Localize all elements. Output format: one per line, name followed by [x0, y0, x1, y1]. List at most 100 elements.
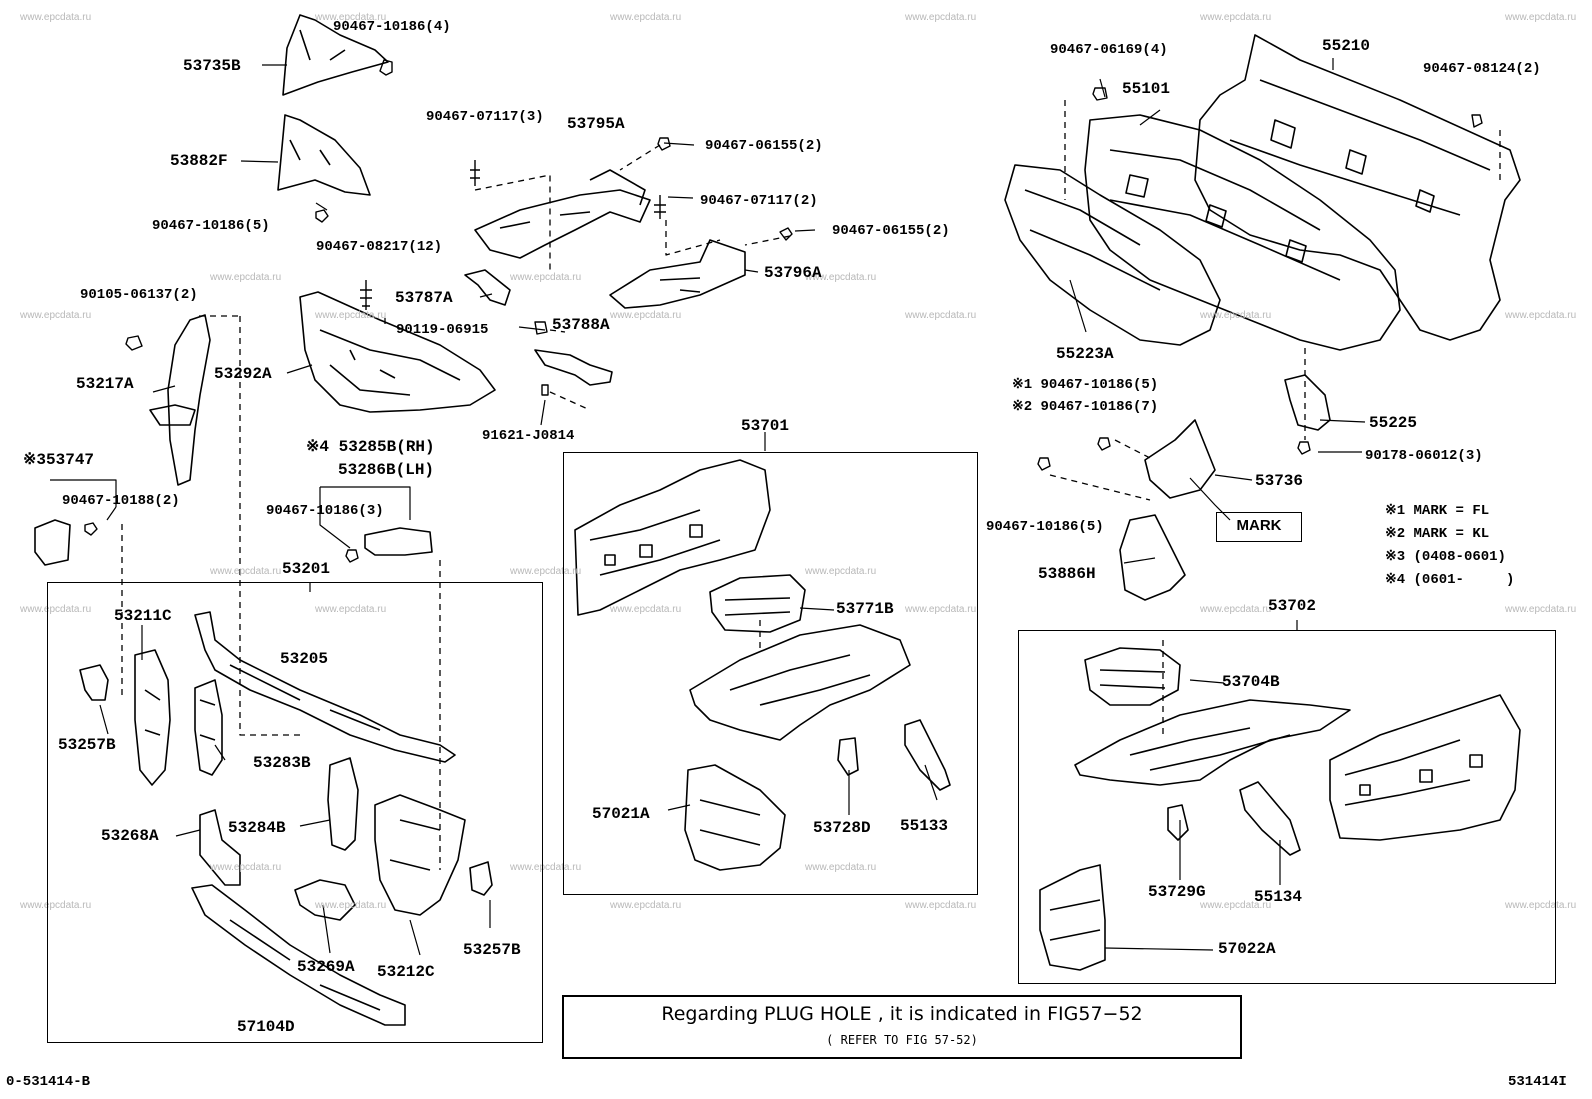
part-55134: [1239, 781, 1301, 856]
label-90467-06169-4: 90467-06169(4): [1050, 42, 1168, 58]
label-53747: ※353747: [23, 451, 95, 469]
part-53217A: [149, 314, 211, 486]
part-57104D: [191, 884, 406, 1026]
label-90467-07117-3: 90467-07117(3): [426, 109, 544, 125]
part-53796A: [609, 239, 746, 309]
watermark-29: www.epcdata.ru: [315, 900, 387, 911]
watermark-23: www.epcdata.ru: [1200, 604, 1272, 615]
watermark-27: www.epcdata.ru: [805, 862, 877, 873]
label-57022A: 57022A: [1218, 940, 1276, 958]
watermark-2: www.epcdata.ru: [315, 12, 387, 23]
part-53736: [1144, 419, 1216, 499]
label-53736: 53736: [1255, 472, 1304, 490]
legend-line-1: ※1 MARK = FL: [1385, 503, 1490, 519]
part-53257B-right: [469, 861, 493, 896]
label-90467-10186-5c: 90467-10186(5): [986, 519, 1104, 535]
part-53212C: [374, 794, 466, 916]
label-53735B: 53735B: [183, 57, 241, 75]
part-53702-apron: [1074, 699, 1351, 786]
watermark-21: www.epcdata.ru: [610, 604, 682, 615]
label-53285B: ※4 53285B(RH): [306, 438, 435, 456]
label-53796A: 53796A: [764, 264, 822, 282]
label-90467-10186-7: ※2 90467-10186(7): [1012, 399, 1159, 415]
label-90467-10186-5b: ※1 90467-10186(5): [1012, 377, 1159, 393]
label-90467-06155-2b: 90467-06155(2): [832, 223, 950, 239]
watermark-10: www.epcdata.ru: [20, 310, 92, 321]
label-53217A: 53217A: [76, 375, 134, 393]
watermark-13: www.epcdata.ru: [905, 310, 977, 321]
part-53882F: [277, 114, 371, 196]
dashed-guides: [121, 100, 1501, 870]
part-53211C: [134, 649, 171, 786]
label-53205: 53205: [280, 650, 329, 668]
part-53771B: [709, 574, 806, 633]
note-box: Regarding PLUG HOLE , it is indicated in…: [562, 995, 1242, 1059]
part-53205: [194, 611, 456, 763]
watermark-3: www.epcdata.ru: [610, 12, 682, 23]
label-53211C: 53211C: [114, 607, 172, 625]
label-53283B: 53283B: [253, 754, 311, 772]
watermark-28: www.epcdata.ru: [20, 900, 92, 911]
label-90105-06137-2: 90105-06137(2): [80, 287, 198, 303]
part-53285B: [364, 527, 433, 556]
label-90467-10186-5a: 90467-10186(5): [152, 218, 270, 234]
label-90467-06155-2a: 90467-06155(2): [705, 138, 823, 154]
label-53292A: 53292A: [214, 365, 272, 383]
label-53701: 53701: [741, 417, 790, 435]
part-53284B: [327, 757, 359, 851]
watermark-31: www.epcdata.ru: [905, 900, 977, 911]
part-53729G: [1167, 804, 1189, 841]
part-53747: [34, 519, 71, 566]
watermark-33: www.epcdata.ru: [1505, 900, 1577, 911]
watermark-5: www.epcdata.ru: [1200, 12, 1272, 23]
label-53728D: 53728D: [813, 819, 871, 837]
part-53269A: [294, 879, 356, 921]
watermark-19: www.epcdata.ru: [20, 604, 92, 615]
watermark-17: www.epcdata.ru: [510, 566, 582, 577]
leader-lines: [50, 58, 1366, 956]
label-57021A: 57021A: [592, 805, 650, 823]
watermark-4: www.epcdata.ru: [905, 12, 977, 23]
watermark-15: www.epcdata.ru: [1505, 310, 1577, 321]
watermark-18: www.epcdata.ru: [805, 566, 877, 577]
mark-box: MARK: [1216, 512, 1302, 542]
label-53771B: 53771B: [836, 600, 894, 618]
label-90467-10186-3: 90467-10186(3): [266, 503, 384, 519]
label-90467-10188-2: 90467-10188(2): [62, 493, 180, 509]
label-53795A: 53795A: [567, 115, 625, 133]
label-53257Ba: 53257B: [58, 736, 116, 754]
note-main-text: Regarding PLUG HOLE , it is indicated in…: [661, 1003, 1143, 1025]
label-90467-08124-2: 90467-08124(2): [1423, 61, 1541, 77]
part-53886H: [1119, 514, 1186, 601]
watermark-26: www.epcdata.ru: [510, 862, 582, 873]
part-57022A: [1039, 864, 1106, 971]
part-55223A: [1004, 164, 1221, 346]
label-90467-10186-4: 90467-10186(4): [333, 19, 451, 35]
part-53702-panel: [1329, 694, 1521, 841]
label-55225: 55225: [1369, 414, 1418, 432]
label-53704B: 53704B: [1222, 673, 1280, 691]
part-55101: [1084, 114, 1401, 351]
label-55101: 55101: [1122, 80, 1171, 98]
label-53257Bb: 53257B: [463, 941, 521, 959]
watermark-22: www.epcdata.ru: [905, 604, 977, 615]
label-55210: 55210: [1322, 37, 1371, 55]
part-55210: [1194, 34, 1521, 341]
label-57104D: 57104D: [237, 1018, 295, 1036]
label-53284B: 53284B: [228, 819, 286, 837]
label-91621-J0814: 91621-J0814: [482, 428, 575, 444]
part-53735B: [282, 14, 389, 96]
legend-line-2: ※2 MARK = KL: [1385, 526, 1490, 542]
part-53257B-left: [79, 664, 109, 701]
part-53787A: [464, 269, 511, 306]
label-90467-07117-2: 90467-07117(2): [700, 193, 818, 209]
label-53269A: 53269A: [297, 958, 355, 976]
watermark-11: www.epcdata.ru: [315, 310, 387, 321]
watermark-30: www.epcdata.ru: [610, 900, 682, 911]
part-53795A: [474, 169, 651, 259]
label-53268A: 53268A: [101, 827, 159, 845]
watermark-8: www.epcdata.ru: [510, 272, 582, 283]
watermark-1: www.epcdata.ru: [20, 12, 92, 23]
footer-right-code: 531414I: [1508, 1074, 1567, 1090]
